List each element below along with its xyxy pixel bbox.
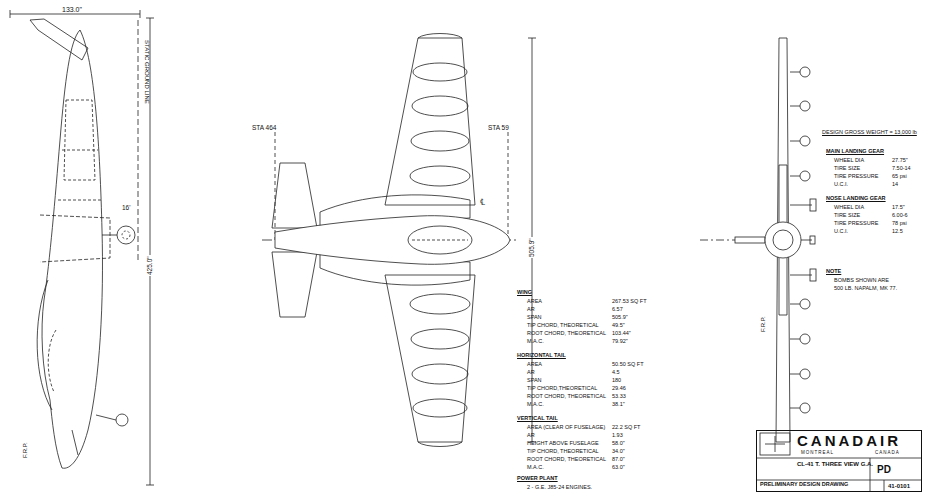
drawing-label: WHEEL DIA (834, 157, 864, 163)
drawing-label: WING (517, 289, 532, 295)
drawing-label: 505.9" (612, 314, 628, 320)
drawing-label: 425.0" (146, 255, 153, 276)
drawing-label: WHEEL DIA (834, 204, 864, 210)
drawing-label: MAIN LANDING GEAR (826, 148, 884, 154)
drawing-label: M.A.C. (527, 401, 544, 407)
drawing-label: 16' (122, 204, 130, 211)
drawing-label: TIP CHORD, THEORETICAL (527, 448, 599, 454)
drawing-label: U.C.I. (834, 228, 848, 234)
drawing-label: 17.5" (892, 204, 905, 210)
drawing-label: 7.50-14 (892, 165, 911, 171)
drawing-label: ROOT CHORD, THEORETICAL (527, 330, 606, 336)
drawing-label: M.A.C. (527, 338, 544, 344)
drawing-label: 65 psi (892, 173, 907, 179)
title-block: CANADAIRMONTREAL CANADACL-41 T. THREE VIE… (756, 430, 922, 492)
drawing-label: STA 464 (252, 124, 276, 131)
drawing-label: HEIGHT ABOVE FUSELAGE (527, 440, 599, 446)
drawing-label: 1.93 (612, 432, 623, 438)
drawing-label: ROOT CHORD, THEORETICAL (527, 456, 606, 462)
drawing-label: 12.5 (892, 228, 903, 234)
title-text: CL-41 T. THREE VIEW G.A. (797, 461, 873, 468)
drawing-label: 267.53 SQ FT (612, 298, 647, 304)
title-text: PD (877, 464, 891, 475)
drawing-label: 2 - G.E. J85-24 ENGINES. (527, 484, 592, 490)
drawing-label: 87.0" (612, 456, 625, 462)
drawing-label: 505.9" (528, 237, 535, 258)
drawing-label: 50.50 SQ FT (612, 361, 644, 367)
drawing-label: NOSE LANDING GEAR (826, 195, 886, 201)
title-text: PRELIMINARY DESIGN DRAWING (760, 481, 848, 487)
drawing-label: SPAN (527, 377, 542, 383)
drawing-label: HORIZONTAL TAIL (517, 352, 566, 358)
drawing-label: ℄ (480, 198, 485, 208)
drawing-label: 14 (892, 181, 898, 187)
drawing-label: TIRE SIZE (834, 212, 860, 218)
drawing-label: 58.0" (612, 440, 625, 446)
drawing-label: AREA (CLEAR OF FUSELAGE) (527, 424, 605, 430)
drawing-label: BOMBS SHOWN ARE (834, 277, 889, 283)
drawing-label: F.R.P. (22, 442, 29, 458)
drawing-label: 79.92" (612, 338, 628, 344)
drawing-label: TIRE SIZE (834, 165, 860, 171)
drawing-label: 133.0" (62, 6, 82, 14)
title-text: 41-0101 (888, 483, 910, 490)
drawing-label: 180 (612, 377, 621, 383)
drawing-label: 53.33 (612, 393, 626, 399)
drawing-label: 27.75" (892, 157, 908, 163)
drawing-label: 49.5" (612, 322, 625, 328)
drawing-label: AR (527, 369, 535, 375)
drawing-label: M.A.C. (527, 464, 544, 470)
drawing-label: VERTICAL TAIL (517, 415, 558, 421)
title-text: MONTREAL (801, 451, 834, 456)
drawing-label: 29.46 (612, 385, 626, 391)
drawing-label: 78 psi (892, 220, 907, 226)
drawing-label: DESIGN GROSS WEIGHT = 13,000 lb (822, 129, 917, 135)
drawing-label: AREA (527, 298, 542, 304)
drawing-label: POWER PLANT (517, 475, 558, 481)
title-text: CANADAIR (797, 433, 901, 450)
drawing-label: 6.57 (612, 306, 623, 312)
drawing-label: TIP CHORD,THEORETICAL (527, 385, 597, 391)
drawing-label: AREA (527, 361, 542, 367)
drawing-label: NOTE (826, 268, 841, 274)
drawing-label: U.C.I. (834, 181, 848, 187)
drawing-label: 6.00-6 (892, 212, 908, 218)
drawing-label: SPAN (527, 314, 542, 320)
drawing-label: 38.1" (612, 401, 625, 407)
drawing-label: STATIC GROUND LINE (143, 40, 150, 104)
drawing-label: TIRE PRESSURE (834, 173, 878, 179)
drawing-label: ROOT CHORD, THEORETICAL (527, 393, 606, 399)
drawing-label: AR (527, 306, 535, 312)
drawing-label: 63.0" (612, 464, 625, 470)
drawing-label: 103.44" (612, 330, 631, 336)
drawing-label: F.R.P. (760, 316, 767, 332)
drawing-label: 22.2 SQ FT (612, 424, 640, 430)
drawing-label: 34.0" (612, 448, 625, 454)
drawing-label: AR (527, 432, 535, 438)
title-text: CANADA (875, 451, 900, 456)
drawing-label: TIRE PRESSURE (834, 220, 878, 226)
drawing-label: 4.5 (612, 369, 620, 375)
drawing-label: STA 59 (488, 124, 509, 131)
drawing-label: 500 LB. NAPALM, MK 77. (834, 285, 897, 291)
drawing-label: TIP CHORD, THEORETICAL (527, 322, 599, 328)
